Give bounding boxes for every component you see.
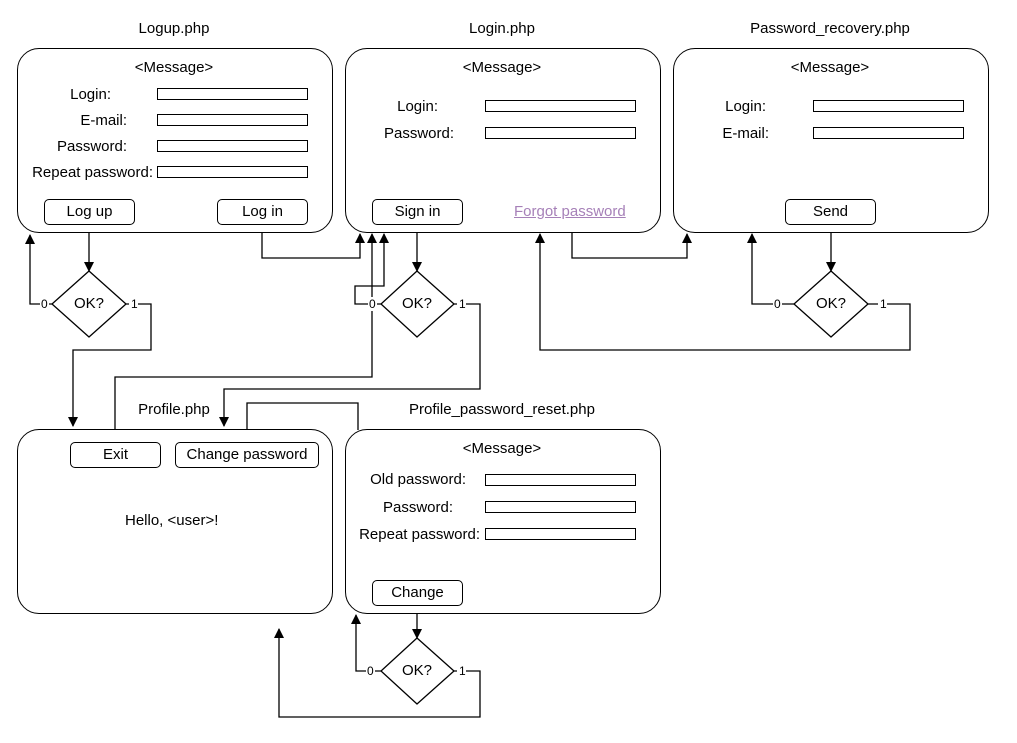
repeat-password-input[interactable] xyxy=(157,166,308,178)
decision-label: OK? xyxy=(73,295,104,312)
password-input[interactable] xyxy=(157,140,308,152)
edge-logup-decision-yes xyxy=(68,303,152,427)
greeting-text: Hello, <user>! xyxy=(125,512,219,529)
page-title-login: Login.php xyxy=(469,20,535,37)
edge-logup-decision-no xyxy=(25,234,52,305)
label-password: Password: xyxy=(56,138,127,155)
exit-button[interactable]: Exit xyxy=(70,442,161,468)
label-password: Password: xyxy=(382,499,453,516)
page-title-recovery: Password_recovery.php xyxy=(750,20,910,37)
branch-label-yes: 1 xyxy=(459,297,466,311)
login-input[interactable] xyxy=(157,88,308,100)
decision-reset xyxy=(380,637,455,705)
edge-login-decision-yes xyxy=(219,303,481,427)
branch-label-no: 0 xyxy=(369,297,376,311)
login-nav-button[interactable]: Log in xyxy=(217,199,308,225)
change-password-button[interactable]: Change password xyxy=(175,442,319,468)
edge-recovery-decision-yes xyxy=(535,233,911,351)
edge-forgot-to-recovery xyxy=(571,227,692,259)
label-email: E-mail: xyxy=(80,112,127,129)
branch-label-yes: 1 xyxy=(131,297,138,311)
label-email: E-mail: xyxy=(722,125,769,142)
login-input[interactable] xyxy=(813,100,964,112)
login-input[interactable] xyxy=(485,100,636,112)
change-button[interactable]: Change xyxy=(372,580,463,606)
branch-label-yes: 1 xyxy=(459,664,466,678)
message-recovery: <Message> xyxy=(790,59,870,76)
password-input[interactable] xyxy=(485,127,636,139)
decision-label: OK? xyxy=(401,662,432,679)
decision-login xyxy=(380,270,455,338)
decision-recovery xyxy=(793,270,869,338)
forgot-password-link[interactable]: Forgot password xyxy=(514,203,626,220)
label-login: Login: xyxy=(397,98,438,115)
page-title-profile: Profile.php xyxy=(138,401,210,418)
repeat-password-input[interactable] xyxy=(485,528,636,540)
branch-label-yes: 1 xyxy=(880,297,887,311)
logup-button[interactable]: Log up xyxy=(44,199,135,225)
edge-reset-decision-yes xyxy=(274,628,481,718)
edge-changepw-to-reset xyxy=(246,402,359,442)
label-password: Password: xyxy=(383,125,454,142)
message-logup: <Message> xyxy=(134,59,214,76)
decision-label: OK? xyxy=(815,295,846,312)
old-password-input[interactable] xyxy=(485,474,636,486)
page-title-logup: Logup.php xyxy=(138,20,210,37)
branch-label-no: 0 xyxy=(367,664,374,678)
edge-reset-decision-no xyxy=(351,614,381,672)
signin-button[interactable]: Sign in xyxy=(372,199,463,225)
email-input[interactable] xyxy=(813,127,964,139)
branch-label-no: 0 xyxy=(774,297,781,311)
edge-logup-to-login xyxy=(261,225,365,259)
message-login: <Message> xyxy=(462,59,542,76)
page-title-reset: Profile_password_reset.php xyxy=(409,401,595,418)
decision-logup xyxy=(51,270,127,338)
label-login: Login: xyxy=(725,98,766,115)
message-reset: <Message> xyxy=(462,440,542,457)
edge-recovery-decision-no xyxy=(747,233,794,305)
email-input[interactable] xyxy=(157,114,308,126)
label-repeat-password: Repeat password: xyxy=(32,164,153,181)
password-input[interactable] xyxy=(485,501,636,513)
branch-label-no: 0 xyxy=(41,297,48,311)
label-repeat-password: Repeat password: xyxy=(359,526,480,543)
send-button[interactable]: Send xyxy=(785,199,876,225)
label-login: Login: xyxy=(70,86,111,103)
decision-label: OK? xyxy=(401,295,432,312)
edge-login-decision-no xyxy=(354,233,389,305)
label-old-password: Old password: xyxy=(370,471,466,488)
